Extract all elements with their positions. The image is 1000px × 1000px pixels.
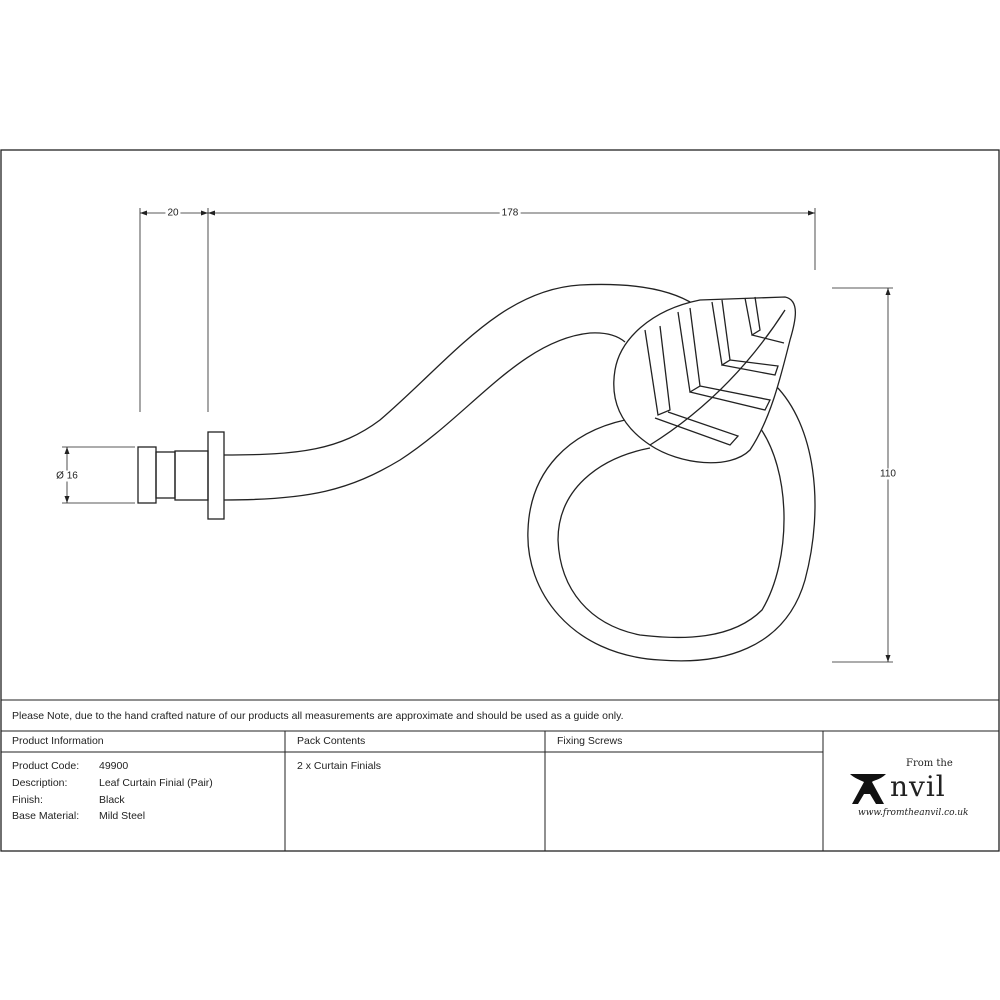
logo-line2: nvil [890, 770, 946, 803]
pack-contents-header: Pack Contents [297, 735, 366, 747]
info-label: Description: [12, 777, 68, 789]
info-value: 49900 [99, 760, 129, 772]
disclaimer-note: Please Note, due to the hand crafted nat… [12, 710, 624, 722]
leaf [613, 296, 797, 464]
finial-drawing [137, 283, 816, 662]
logo-url: www.fromtheanvil.co.uk [858, 808, 969, 818]
pack-contents-item: 2 x Curtain Finials [297, 760, 382, 772]
arm-lower [223, 332, 626, 501]
info-value: Mild Steel [99, 810, 146, 822]
info-label: Finish: [12, 794, 43, 806]
info-value: Leaf Curtain Finial (Pair) [99, 777, 213, 789]
logo-line1: From the [906, 758, 953, 769]
loop-outer [527, 384, 816, 662]
anvil-icon [850, 774, 886, 804]
arm-upper [223, 283, 696, 456]
info-label: Base Material: [12, 810, 80, 822]
base-cap [137, 446, 157, 504]
flange [207, 431, 225, 520]
dimension-label: 110 [878, 468, 898, 480]
drawing-frame [0, 149, 1000, 852]
dimension-lines [62, 208, 893, 663]
loop-inner [557, 424, 785, 639]
info-label: Product Code: [12, 760, 80, 772]
from-the-anvil-logo: From the nvil www.fromtheanvil.co.uk [848, 758, 983, 828]
dimension-label: 20 [165, 207, 181, 219]
info-value: Black [99, 794, 125, 806]
dimension-label: Ø 16 [54, 470, 80, 482]
dimension-label: 178 [499, 207, 521, 219]
fixing-screws-header: Fixing Screws [557, 735, 623, 747]
leaf-midrib [649, 309, 786, 446]
product-information-header: Product Information [12, 735, 104, 747]
